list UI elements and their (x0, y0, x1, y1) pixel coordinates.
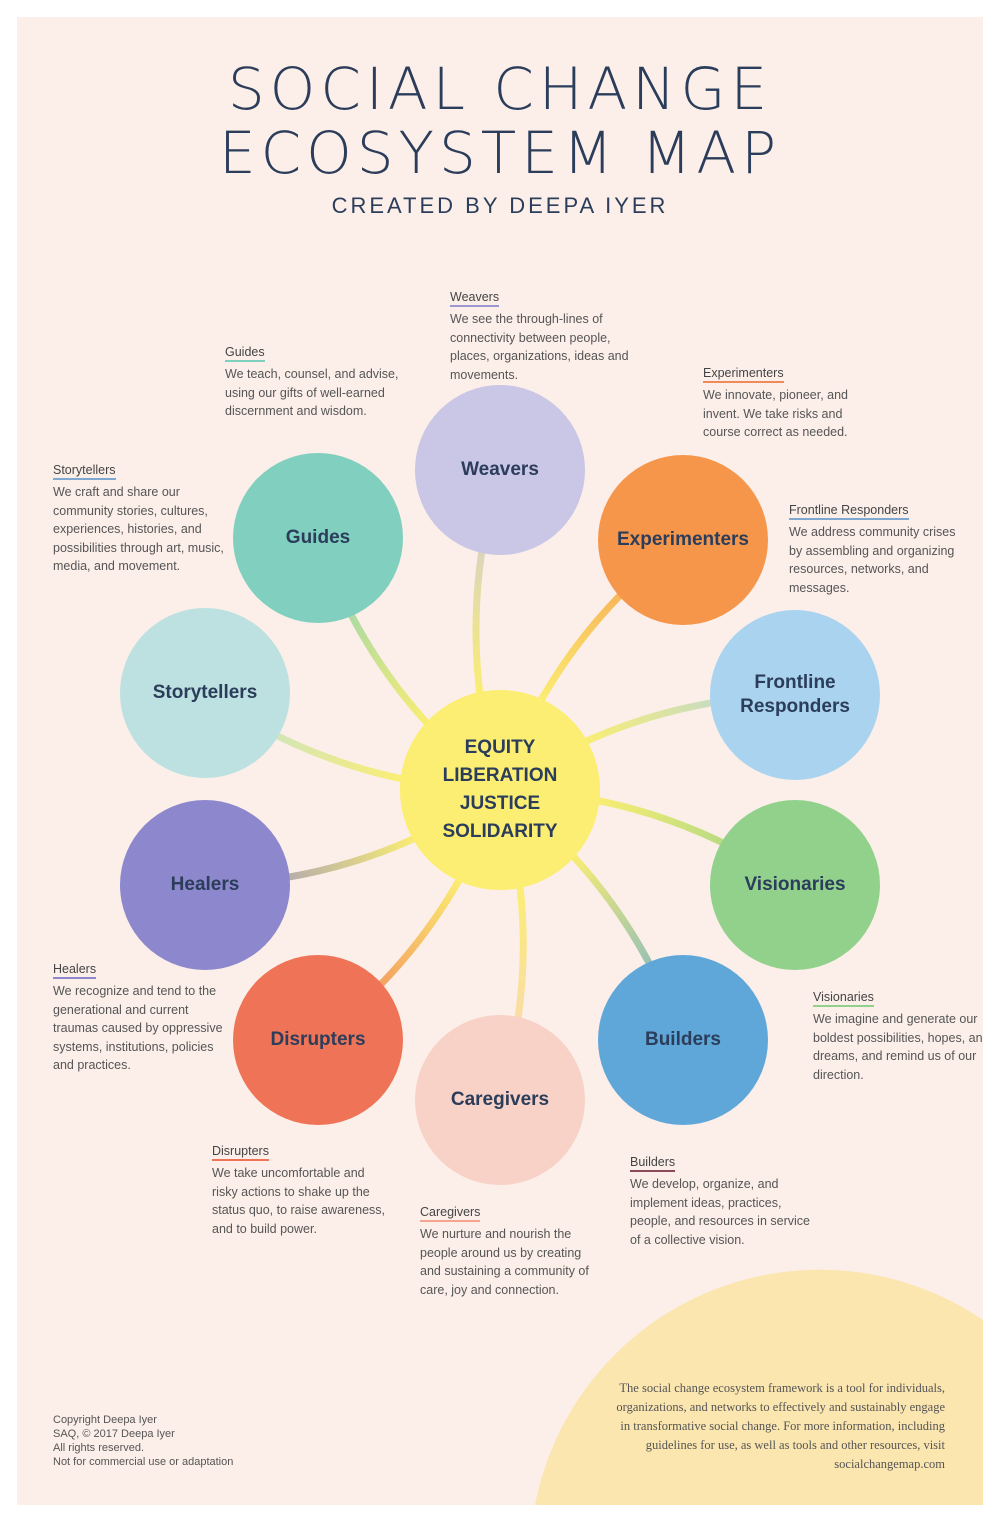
role-description: Weavers We see the through-lines of conne… (450, 288, 645, 384)
role-circle-guides (233, 453, 403, 623)
role-circle-storytellers (120, 608, 290, 778)
role-description: Guides We teach, counsel, and advise, usi… (225, 343, 405, 421)
role-description-text: We teach, counsel, and advise, using our… (225, 367, 399, 418)
copyright: Copyright Deepa Iyer SAQ, © 2017 Deepa I… (53, 1413, 233, 1469)
role-description: Visionaries We imagine and generate our b… (813, 988, 983, 1084)
role-label: Caregivers (450, 1089, 550, 1110)
copyright-line: SAQ, © 2017 Deepa Iyer (53, 1428, 175, 1440)
role-description-title: Weavers (450, 289, 500, 307)
role-description: Builders We develop, organize, and implem… (630, 1153, 810, 1249)
center-values: EQUITY LIBERATION JUSTICE SOLIDARITY (410, 734, 590, 846)
role-description-text: We nurture and nourish the people around… (420, 1227, 589, 1297)
role-description-title: Frontline Responders (789, 502, 909, 520)
role-description-title: Storytellers (53, 462, 116, 480)
role-label: Experimenters (616, 529, 749, 550)
role-description-title: Disrupters (212, 1143, 269, 1161)
role-description-title: Caregivers (420, 1204, 481, 1222)
copyright-line: Not for commercial use or adaptation (53, 1456, 234, 1468)
role-description-text: We address community crises by assemblin… (789, 525, 956, 595)
role-description: Healers We recognize and tend to the gene… (53, 960, 233, 1075)
role-circle-weavers (415, 385, 585, 555)
role-description-title: Visionaries (813, 989, 874, 1007)
copyright-line: All rights reserved. (53, 1442, 145, 1454)
framework-blurb: The social change ecosystem framework is… (616, 1381, 945, 1471)
center-value: EQUITY (464, 737, 536, 758)
role-label: Weavers (461, 459, 539, 480)
ecosystem-diagram (120, 385, 983, 1505)
role-description-title: Builders (630, 1154, 676, 1172)
role-label: Disrupters (270, 1029, 366, 1050)
role-description-title: Experimenters (703, 365, 784, 383)
role-description-text: We develop, organize, and implement idea… (630, 1177, 810, 1247)
role-description: Frontline Responders We address community… (789, 501, 969, 597)
role-description: Experimenters We innovate, pioneer, and i… (703, 364, 883, 442)
role-label: Storytellers (152, 682, 258, 703)
page-title: SOCIAL CHANGE ECOSYSTEM MAP (17, 57, 983, 185)
role-description: Disrupters We take uncomfortable and risk… (212, 1142, 392, 1238)
role-circle-builders (598, 955, 768, 1125)
role-circle-disrupters (233, 955, 403, 1125)
role-circle-visionaries (710, 800, 880, 970)
center-value: LIBERATION (442, 765, 558, 786)
decorative-yellow-arc (535, 1269, 983, 1505)
role-description-title: Guides (225, 344, 265, 362)
role-description-text: We craft and share our community stories… (53, 485, 224, 573)
title-line-2: ECOSYSTEM MAP (218, 119, 782, 187)
title-line-1: SOCIAL CHANGE (227, 55, 773, 123)
poster: SOCIAL CHANGE ECOSYSTEM MAP CREATED BY D… (17, 17, 983, 1505)
role-circle-frontline-responders (710, 610, 880, 780)
role-description: Storytellers We craft and share our commu… (53, 461, 233, 576)
role-circle-healers (120, 800, 290, 970)
role-circle-experimenters (598, 455, 768, 625)
role-description-title: Healers (53, 961, 97, 979)
role-description-text: We take uncomfortable and risky actions … (212, 1166, 386, 1236)
role-label: Healers (170, 874, 240, 895)
role-label: Frontline Responders (740, 672, 850, 717)
role-label: Visionaries (744, 874, 846, 895)
role-description-text: We imagine and generate our boldest poss… (813, 1012, 983, 1082)
center-circle (400, 690, 600, 890)
role-label: Builders (644, 1029, 722, 1050)
center-value: SOLIDARITY (442, 821, 558, 842)
role-description-text: We recognize and tend to the generationa… (53, 984, 223, 1072)
role-description: Caregivers We nurture and nourish the peo… (420, 1203, 600, 1299)
role-circle-caregivers (415, 1015, 585, 1185)
role-label: Guides (285, 527, 351, 548)
role-description-text: We innovate, pioneer, and invent. We tak… (703, 388, 849, 439)
center-value: JUSTICE (459, 793, 541, 814)
role-description-text: We see the through-lines of connectivity… (450, 312, 629, 382)
subtitle: CREATED BY DEEPA IYER (331, 193, 669, 218)
copyright-line: Copyright Deepa Iyer (53, 1414, 157, 1426)
